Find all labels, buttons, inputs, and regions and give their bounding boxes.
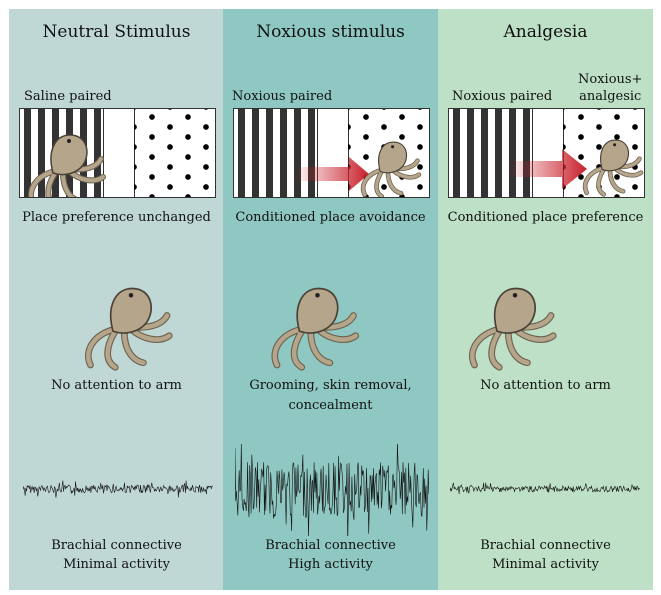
octopus-icon — [463, 284, 558, 374]
pair-label-line2: analgesic — [579, 89, 642, 104]
arrow-icon — [507, 149, 587, 189]
activity-label: Minimal activity — [492, 557, 599, 572]
place-preference-box — [233, 108, 430, 198]
pair-label-analgesic: Noxious+ analgesic — [578, 71, 642, 105]
behavior-label: No attention to arm — [480, 378, 611, 393]
nerve-activity-trace — [235, 444, 429, 536]
octopus-icon — [263, 284, 363, 374]
place-preference-box — [448, 108, 645, 198]
striped-compartment — [449, 109, 532, 197]
panel-title: Neutral Stimulus — [42, 22, 191, 42]
outcome-label: Conditioned place preference — [447, 210, 644, 225]
octopus-icon — [20, 131, 110, 198]
octopus-icon — [574, 137, 645, 198]
octopus-icon — [352, 139, 427, 198]
behavior-label: No attention to arm — [51, 378, 182, 393]
trace-line — [450, 482, 640, 495]
place-preference-box — [19, 108, 216, 198]
pair-label: Saline paired — [24, 89, 112, 104]
outcome-label: Place preference unchanged — [22, 210, 211, 225]
pair-label: Noxious paired — [232, 89, 333, 104]
nerve-label: Brachial connective — [265, 538, 396, 553]
panel-title: Noxious stimulus — [256, 22, 405, 42]
trace-line — [235, 444, 429, 536]
striped-compartment — [234, 109, 317, 197]
trace-line — [23, 480, 213, 498]
activity-label: Minimal activity — [63, 557, 170, 572]
arrow-icon — [294, 157, 369, 191]
nerve-activity-trace — [450, 482, 640, 495]
pair-label: Noxious paired — [452, 89, 553, 104]
panel-neutral-stimulus: Neutral Stimulus Saline paired Place pre… — [9, 9, 224, 590]
panel-title: Analgesia — [503, 22, 588, 42]
dotted-compartment — [134, 109, 215, 197]
nerve-label: Brachial connective — [51, 538, 182, 553]
behavior-label-2: concealment — [288, 398, 373, 413]
activity-label: High activity — [288, 557, 373, 572]
octopus-icon — [79, 284, 174, 374]
panel-analgesia: Analgesia Noxious paired Noxious+ analges… — [438, 9, 653, 590]
panel-noxious-stimulus: Noxious stimulus Noxious paired Conditio… — [223, 9, 438, 590]
nerve-activity-trace — [23, 480, 213, 498]
behavior-label: Grooming, skin removal, — [249, 378, 412, 393]
outcome-label: Conditioned place avoidance — [235, 210, 426, 225]
pair-label-line1: Noxious+ — [578, 72, 643, 87]
nerve-label: Brachial connective — [480, 538, 611, 553]
